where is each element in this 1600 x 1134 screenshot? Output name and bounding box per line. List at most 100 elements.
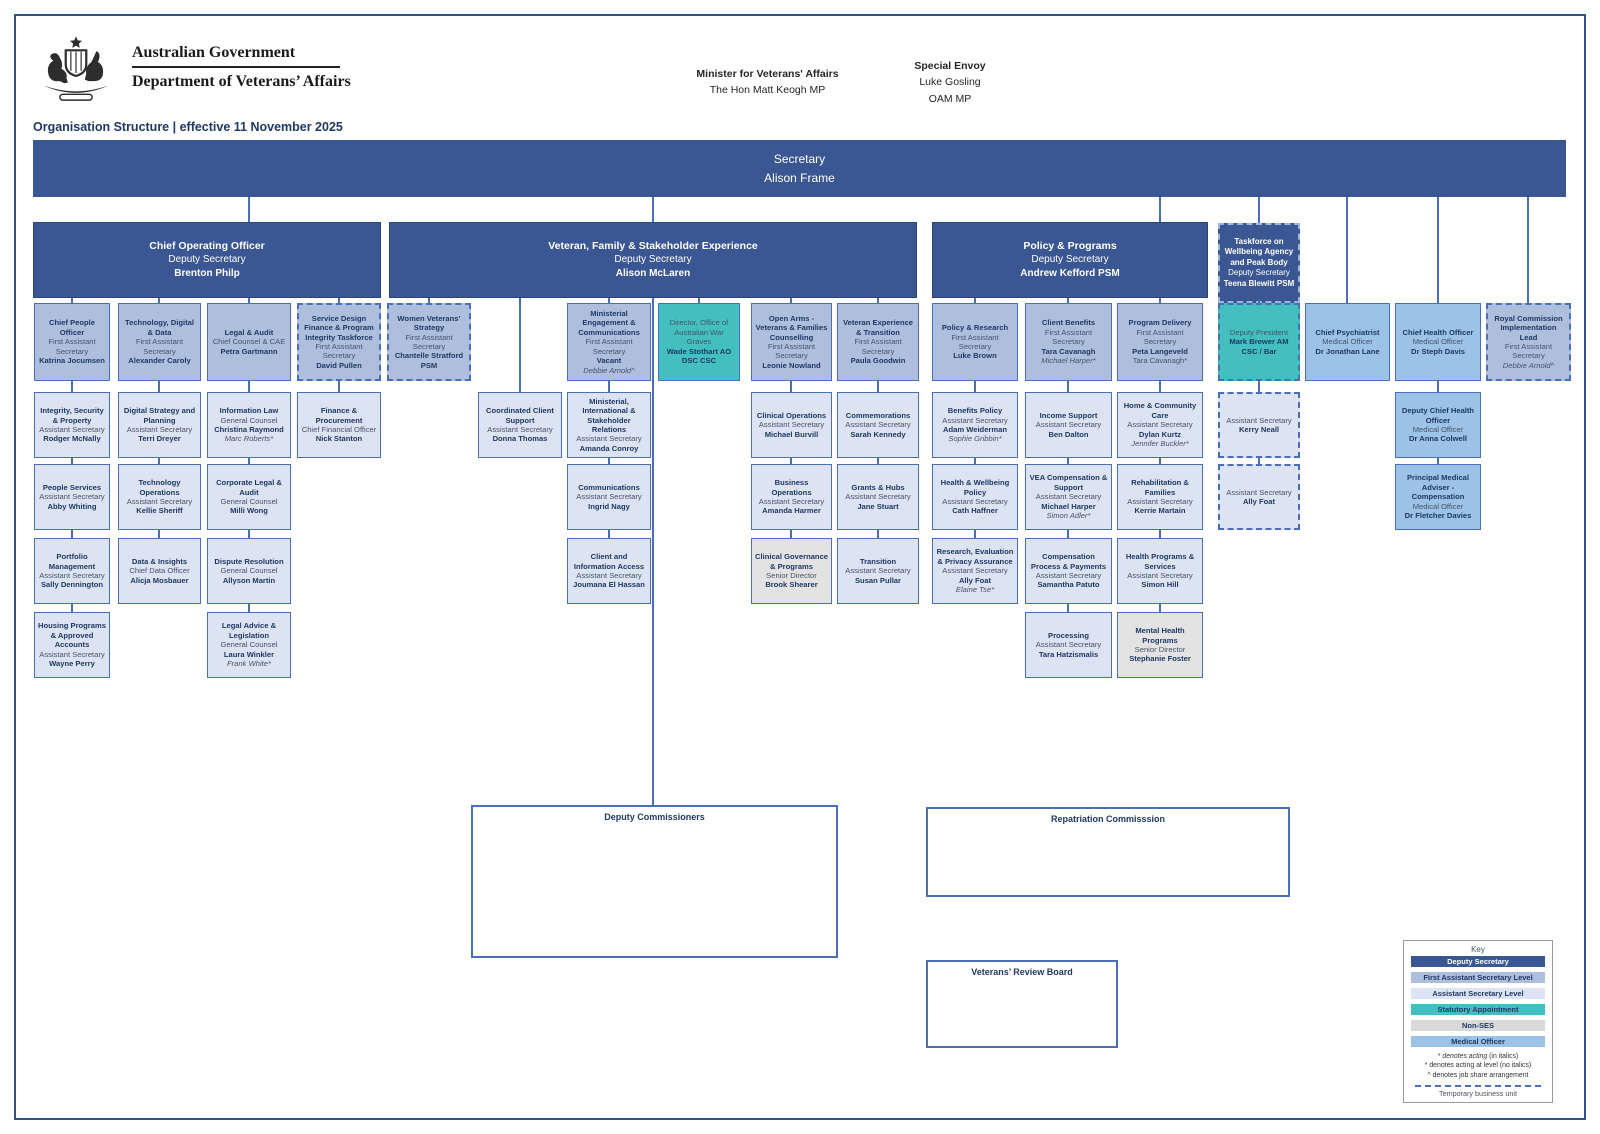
connector-line — [1527, 197, 1529, 305]
commemorations-line: Commemorations — [845, 410, 911, 420]
connector-line — [1159, 197, 1161, 222]
clinical-governance-programs-line: Brook Shearer — [765, 580, 818, 590]
connector-line — [974, 530, 976, 538]
connector-line — [1437, 381, 1439, 392]
ministerial-international-stakeholder-relations-line: Assistant Secretary — [576, 434, 642, 444]
ministerial-international-stakeholder-relations-line: Amanda Conroy — [579, 443, 639, 453]
portfolio-management-line: Assistant Secretary — [39, 571, 105, 580]
principal-medical-adviser-compensation-line: Dr Fletcher Davies — [1404, 511, 1472, 521]
connector-line — [1258, 299, 1260, 305]
branch-veteran-family-stakeholder-experience: Veteran, Family & Stakeholder Experience… — [389, 222, 917, 298]
connector-line — [1159, 381, 1161, 392]
business-operations-line: Amanda Harmer — [762, 506, 821, 516]
connector-line — [974, 298, 976, 303]
clinical-governance-programs-line: Senior Director — [766, 571, 817, 580]
program-delivery-line: Peta Langeveld — [1132, 346, 1188, 356]
special-envoy-name: Luke Gosling — [919, 76, 981, 89]
branch-title: Taskforce on Wellbeing Agency and Peak B… — [1224, 237, 1294, 267]
vea-compensation-support-line: Simon Adler* — [1046, 511, 1091, 521]
compensation-process-payments-line: Assistant Secretary — [1035, 571, 1102, 580]
grants-hubs-line: Assistant Secretary — [845, 492, 911, 502]
connector-line — [1067, 298, 1069, 303]
connector-line — [877, 530, 879, 538]
women-veterans-strategy-line: First Assistant Secretary — [405, 332, 453, 351]
legal-audit-line: Legal & Audit — [224, 327, 274, 337]
connector-line — [974, 381, 976, 392]
commemorations-line: Sarah Kennedy — [850, 429, 906, 439]
health-wellbeing-policy-line: Assistant Secretary — [942, 497, 1008, 506]
service-design-finance-program-integrity-taskforce-line: Service Design Finance & Program Integri… — [304, 313, 374, 342]
connector-line — [652, 298, 654, 805]
connector-line — [608, 530, 610, 538]
connector-line — [790, 530, 792, 538]
vea-compensation-support-line: Michael Harper — [1041, 501, 1096, 511]
secretary-name: Alison Frame — [764, 170, 835, 185]
rehabilitation-families-line: Kerrie Martain — [1134, 506, 1186, 516]
dispute-resolution-line: Dispute Resolution — [214, 556, 284, 566]
health-wellbeing-policy-line: Cath Haffner — [952, 506, 998, 516]
chief-people-officer-line: First Assistant Secretary — [48, 337, 96, 356]
key-swatch-nonses: Non-SES — [1411, 1020, 1545, 1031]
home-community-care-line: Assistant Secretary — [1127, 420, 1193, 430]
secretary-title: Secretary — [773, 151, 826, 166]
deputy-president-line: Deputy President — [1229, 327, 1289, 337]
digital-strategy-planning-line: Assistant Secretary — [126, 425, 193, 434]
connector-line — [1067, 381, 1069, 392]
connector-line — [338, 381, 340, 392]
legal-audit-line: Chief Counsel & CAE — [212, 337, 286, 347]
office-of-australian-war-graves-line: Wade Stothart AO DSC CSC — [666, 346, 732, 366]
connector-line — [1437, 197, 1439, 305]
branch-name: Andrew Kefford PSM — [1020, 268, 1120, 280]
principal-medical-adviser-compensation: Principal Medical Adviser - Compensation… — [1395, 464, 1481, 530]
government-title: Australian Government — [132, 44, 296, 61]
branch-role: Deputy Secretary — [1228, 268, 1290, 278]
chief-health-officer-line: Chief Health Officer — [1402, 327, 1474, 337]
client-and-information-access-line: Assistant Secretary — [576, 571, 642, 580]
home-community-care-line: Home & Community Care — [1123, 401, 1197, 420]
women-veterans-strategy-line: Women Veterans’ Strategy — [397, 313, 461, 333]
transition-line: Transition — [859, 556, 897, 566]
key-swatch-stat: Statutory Appointment — [1411, 1004, 1545, 1015]
branch-name: Teena Blewitt PSM — [1223, 278, 1295, 288]
processing-line: Assistant Secretary — [1035, 640, 1102, 650]
department-title: Department of Veterans’ Affairs — [132, 72, 351, 90]
income-support-line: Ben Dalton — [1048, 429, 1089, 439]
branch-name: Brenton Philp — [174, 268, 240, 280]
branch-title: Chief Operating Officer — [149, 239, 265, 252]
processing-line: Tara Hatzismalis — [1038, 649, 1099, 659]
key-note: * denotes acting at level (no italics) — [1424, 1062, 1532, 1070]
rehabilitation-families-line: Assistant Secretary — [1127, 497, 1193, 506]
digital-strategy-planning-line: Digital Strategy and Planning — [123, 406, 196, 425]
chief-psychiatrist-line: Medical Officer — [1322, 337, 1373, 347]
branch-policy-programs: Policy & Programs Deputy Secretary Andre… — [932, 222, 1208, 298]
client-and-information-access-line: Joumana El Hassan — [573, 580, 645, 590]
connector-line — [248, 604, 250, 612]
ministerial-engagement-communications-line: Vacant — [596, 356, 622, 366]
grants-hubs-line: Jane Stuart — [857, 501, 899, 511]
special-envoy-postnominal: OAM MP — [928, 92, 972, 105]
connector-line — [1159, 604, 1161, 612]
key-swatch-as: Assistant Secretary Level — [1411, 988, 1545, 999]
veterans-review-board-section: Veterans’ Review Board — [926, 960, 1118, 1048]
corporate-legal-audit-line: General Counsel — [220, 497, 278, 506]
income-support-line: Assistant Secretary — [1035, 420, 1102, 430]
deputy-commissioners-section: Deputy Commissioners — [471, 805, 838, 958]
connector-line — [1159, 458, 1161, 464]
connector-line — [608, 381, 610, 392]
processing-line: Processing — [1048, 630, 1089, 640]
